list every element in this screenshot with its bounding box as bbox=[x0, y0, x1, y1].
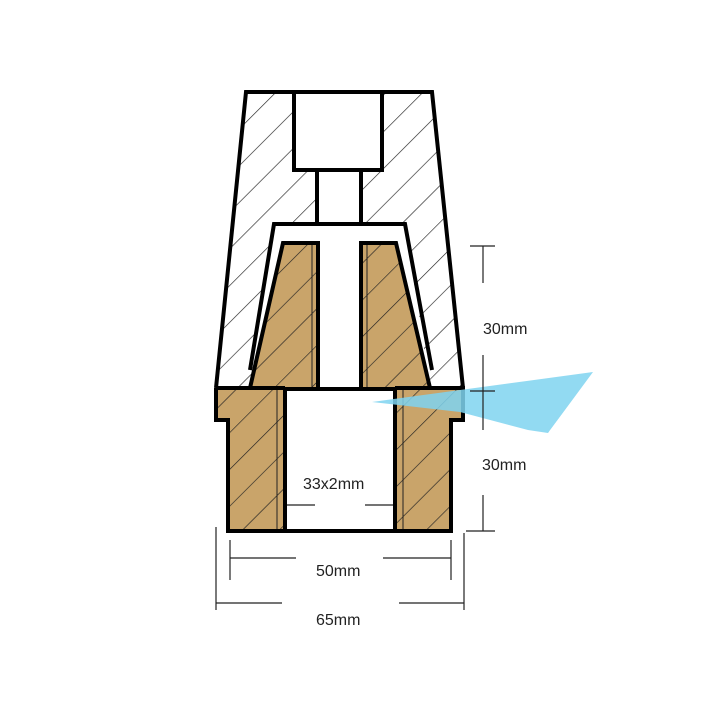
inner-width-label: 50mm bbox=[316, 563, 360, 580]
upper-height-label: 30mm bbox=[483, 321, 527, 338]
brass-insert bbox=[216, 243, 463, 531]
outlines bbox=[214, 90, 465, 533]
lower-height-label: 30mm bbox=[482, 457, 526, 474]
upper-cone-body bbox=[216, 92, 463, 388]
outer-width-label: 65mm bbox=[316, 612, 360, 629]
bore-label: 33x2mm bbox=[303, 476, 364, 493]
watermark-white-stroke bbox=[549, 372, 595, 433]
height-dimension bbox=[466, 245, 495, 532]
width-dimensions bbox=[215, 527, 465, 610]
